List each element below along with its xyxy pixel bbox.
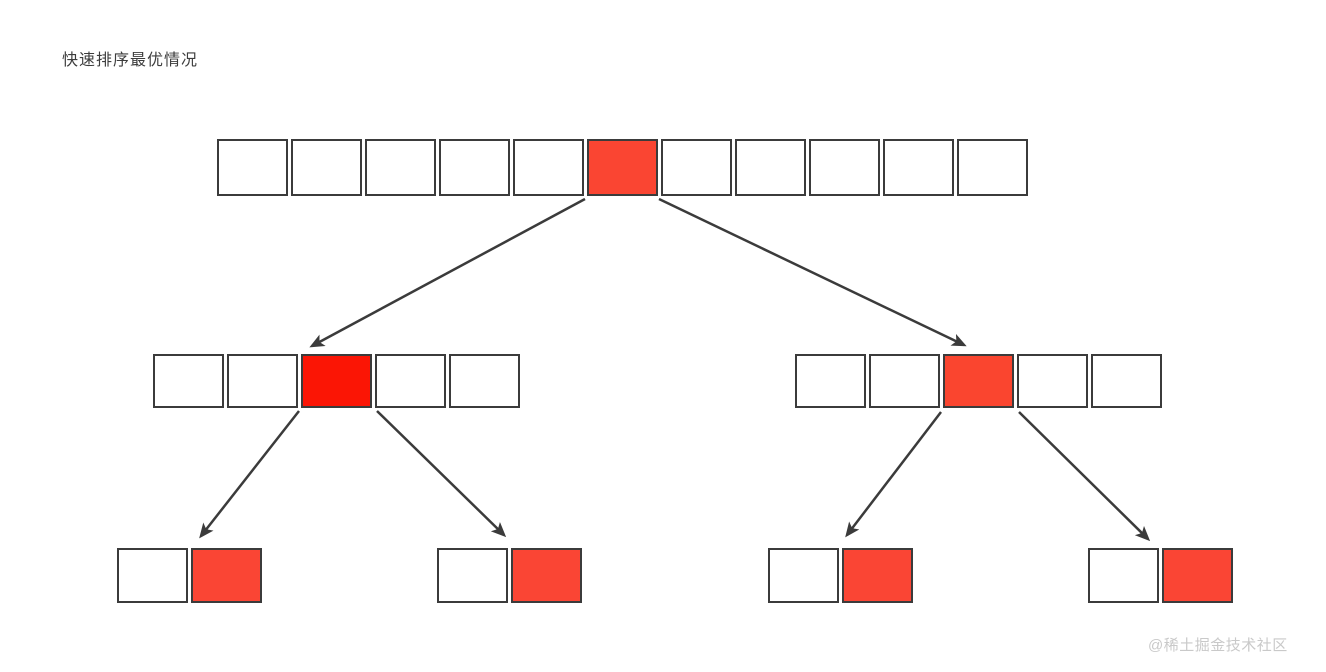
arrow-left-sub-to-leaf-2: [376, 410, 507, 538]
array-cell: [513, 139, 584, 196]
array-right-sub: [795, 354, 1162, 408]
arrow-left-sub-to-leaf-1: [199, 410, 300, 539]
array-cell: [795, 354, 866, 408]
watermark: @稀土掘金技术社区: [1148, 637, 1288, 654]
array-cell: [217, 139, 288, 196]
array-root: [217, 139, 1028, 196]
pivot-cell: [1162, 548, 1233, 603]
pivot-cell: [842, 548, 913, 603]
array-leaf-3: [768, 548, 913, 603]
array-cell: [1091, 354, 1162, 408]
pivot-cell: [191, 548, 262, 603]
array-cell: [291, 139, 362, 196]
pivot-cell: [511, 548, 582, 603]
array-cell: [153, 354, 224, 408]
array-cell: [661, 139, 732, 196]
arrow-right-sub-to-leaf-4: [1018, 411, 1151, 542]
array-cell: [883, 139, 954, 196]
array-left-sub: [153, 354, 520, 408]
array-cell: [439, 139, 510, 196]
array-cell: [437, 548, 508, 603]
array-leaf-1: [117, 548, 262, 603]
array-cell: [1088, 548, 1159, 603]
pivot-cell: [301, 354, 372, 408]
array-cell: [869, 354, 940, 408]
array-cell: [375, 354, 446, 408]
array-leaf-2: [437, 548, 582, 603]
array-cell: [227, 354, 298, 408]
array-cell: [735, 139, 806, 196]
arrow-right-sub-to-leaf-3: [845, 411, 942, 538]
arrow-root-to-right-sub: [658, 197, 967, 347]
array-leaf-4: [1088, 548, 1233, 603]
pivot-cell: [943, 354, 1014, 408]
array-cell: [365, 139, 436, 196]
array-cell: [957, 139, 1028, 196]
array-cell: [117, 548, 188, 603]
arrow-root-to-left-sub: [309, 197, 586, 348]
array-cell: [1017, 354, 1088, 408]
pivot-cell: [587, 139, 658, 196]
array-cell: [449, 354, 520, 408]
page-title: 快速排序最优情况: [62, 52, 199, 69]
array-cell: [768, 548, 839, 603]
array-cell: [809, 139, 880, 196]
